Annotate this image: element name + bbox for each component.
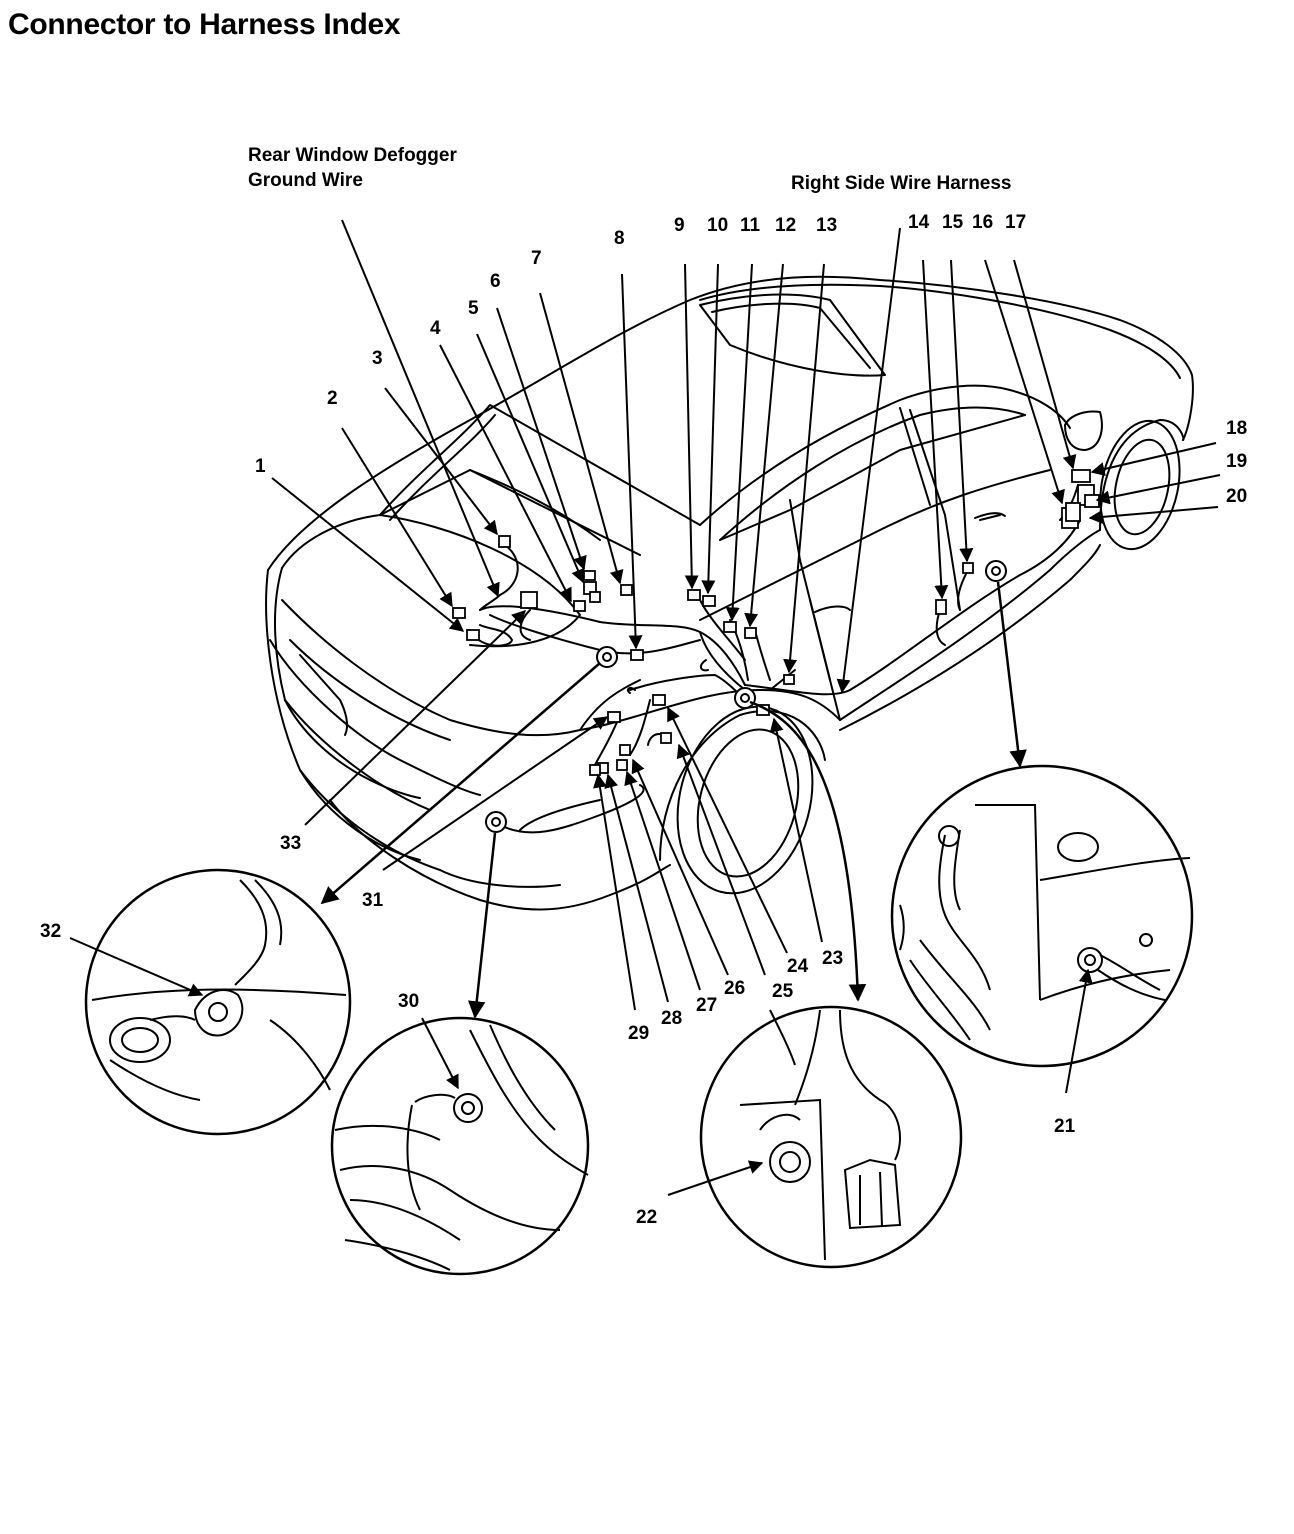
connector-14 <box>935 599 947 615</box>
wire-harness-lines <box>469 484 1081 834</box>
connector-9 <box>687 589 701 601</box>
callout-11: 11 <box>740 215 761 236</box>
callout-27: 27 <box>696 995 717 1016</box>
callout-10: 10 <box>707 215 728 236</box>
detail-circle-32 <box>84 868 352 1136</box>
detail-arrows <box>320 581 1027 1019</box>
callout-3: 3 <box>372 348 383 369</box>
right-side-harness-label: Right Side Wire Harness <box>791 173 1012 194</box>
connector-33 <box>520 591 538 609</box>
connector-27 <box>616 759 628 771</box>
connector-31 <box>607 711 621 723</box>
detail-circle-30 <box>330 1016 590 1276</box>
connector-15 <box>962 562 974 574</box>
leader-lines <box>69 219 1221 1196</box>
page-title: Connector to Harness Index <box>8 8 401 41</box>
connector-20 <box>1065 502 1081 522</box>
connector-11 <box>723 621 737 633</box>
callout-24: 24 <box>787 956 809 977</box>
connector-4 <box>573 600 586 612</box>
callout-8: 8 <box>614 228 625 249</box>
connector-13 <box>783 674 795 685</box>
detail-circle-22 <box>699 1005 963 1269</box>
callout-30: 30 <box>398 991 419 1012</box>
connector-10 <box>702 595 716 607</box>
callout-2: 2 <box>327 388 338 409</box>
callout-22: 22 <box>636 1207 657 1228</box>
callout-21: 21 <box>1054 1116 1076 1137</box>
callout-numbers: 1 2 3 4 5 6 7 8 9 10 11 12 13 14 15 16 1… <box>40 212 1247 1228</box>
rear-defogger-label-line1: Rear Window Defogger <box>248 145 457 166</box>
connectors <box>452 469 1100 776</box>
callout-20: 20 <box>1226 486 1247 507</box>
callout-31: 31 <box>362 890 384 911</box>
callout-32: 32 <box>40 921 61 942</box>
detail-circle-21 <box>890 764 1194 1068</box>
connector-7 <box>620 584 633 596</box>
ground-points <box>485 560 1007 833</box>
car-body <box>265 275 1194 911</box>
callout-28: 28 <box>661 1008 682 1029</box>
callout-25: 25 <box>772 981 794 1002</box>
callout-6: 6 <box>490 271 501 292</box>
connector-12 <box>744 627 757 639</box>
connector-25 <box>660 732 672 744</box>
callout-13: 13 <box>816 215 837 236</box>
callout-26: 26 <box>724 978 745 999</box>
connector-19 <box>1084 494 1100 508</box>
callout-23: 23 <box>822 948 843 969</box>
callout-5: 5 <box>468 298 479 319</box>
callout-15: 15 <box>942 212 964 233</box>
callout-12: 12 <box>775 215 796 236</box>
callout-1: 1 <box>255 456 266 477</box>
connector-3 <box>498 535 511 548</box>
connector-5b <box>589 591 601 603</box>
callout-19: 19 <box>1226 451 1247 472</box>
connector-1 <box>466 629 480 641</box>
connector-2 <box>452 607 466 619</box>
rear-defogger-label: Rear Window Defogger Ground Wire <box>248 143 457 193</box>
callout-4: 4 <box>430 318 441 339</box>
callout-16: 16 <box>972 212 993 233</box>
callout-18: 18 <box>1226 418 1247 439</box>
callout-29: 29 <box>628 1023 649 1044</box>
connector-24 <box>652 694 666 706</box>
connector-8 <box>630 649 644 661</box>
connector-26 <box>619 744 631 756</box>
callout-17: 17 <box>1005 212 1026 233</box>
rear-defogger-label-line2: Ground Wire <box>248 170 363 191</box>
connector-6 <box>583 570 596 581</box>
connector-17 <box>1071 469 1091 483</box>
callout-7: 7 <box>531 248 542 269</box>
callout-9: 9 <box>674 215 685 236</box>
connector-29 <box>589 764 601 776</box>
callout-14: 14 <box>908 212 930 233</box>
callout-33: 33 <box>280 833 301 854</box>
